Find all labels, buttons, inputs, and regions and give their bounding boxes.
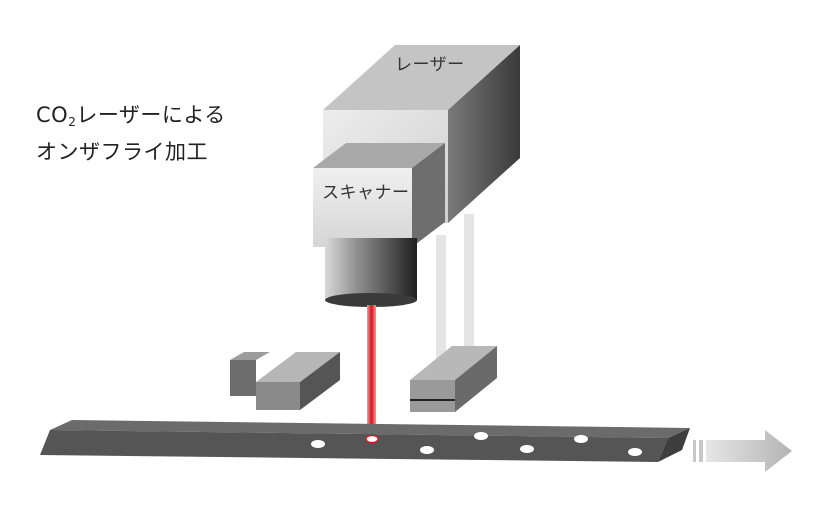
right-sensor <box>410 346 497 412</box>
diagram-title: CO2レーザーによる オンザフライ加工 <box>36 100 226 167</box>
lens-cylinder <box>325 238 417 307</box>
scanner-label: スキャナー <box>322 183 410 203</box>
laser-top-face <box>323 45 520 110</box>
left-sensor <box>230 352 340 410</box>
processed-holes <box>311 432 642 456</box>
scanner-top-face <box>313 143 445 168</box>
scanner-unit <box>313 143 445 247</box>
hole <box>520 445 534 453</box>
title-line-2: オンザフライ加工 <box>36 140 208 164</box>
strip-end <box>658 428 690 462</box>
strip-top <box>50 420 690 438</box>
hole <box>574 435 588 443</box>
laser-label: レーザー <box>395 55 465 75</box>
laser-side-face <box>448 45 520 223</box>
strip-front <box>40 430 668 462</box>
hole <box>420 446 434 454</box>
hole <box>628 448 642 456</box>
hole <box>474 432 488 440</box>
laser-beam <box>367 305 376 438</box>
scanner-front-face <box>313 168 412 247</box>
hole <box>311 440 325 448</box>
hole <box>365 434 379 444</box>
support-rod <box>464 214 474 354</box>
support-rod <box>436 235 446 365</box>
scanner-side-face <box>412 143 445 247</box>
title-line-1: CO2レーザーによる <box>36 103 226 129</box>
workpiece-strip <box>40 420 690 462</box>
motion-arrow <box>693 430 792 472</box>
